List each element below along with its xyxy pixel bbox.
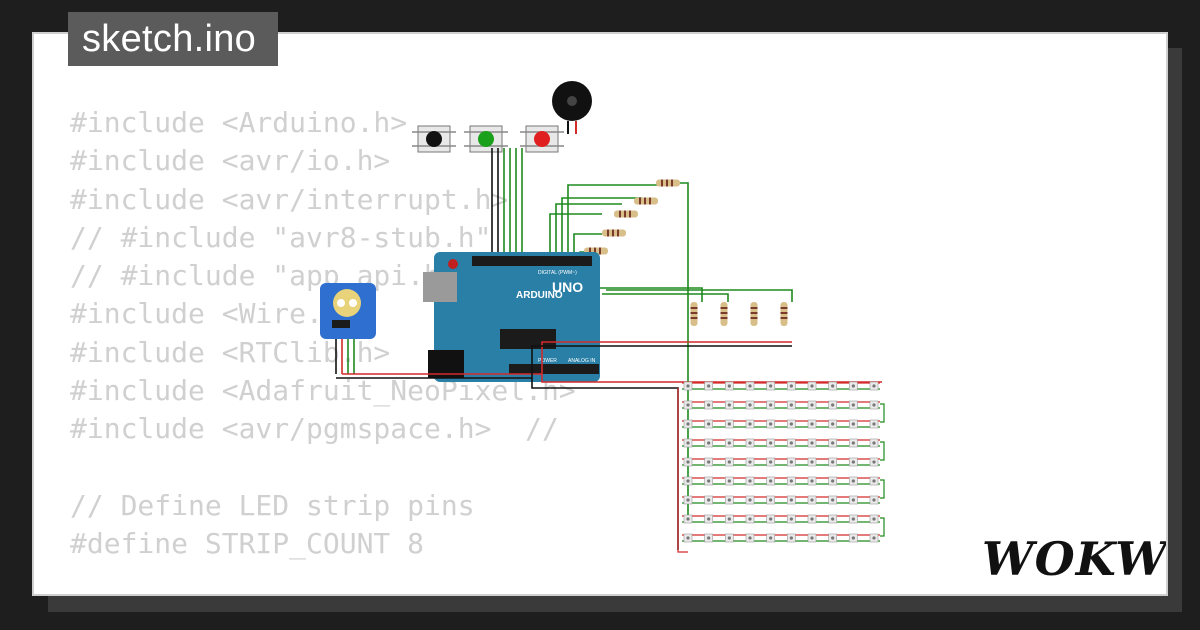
red-pushbutton xyxy=(520,125,564,153)
resistor xyxy=(602,229,626,237)
wokwi-logo: WOKWi xyxy=(982,532,1168,586)
board-header-label: DIGITAL (PWM~) xyxy=(538,270,577,276)
code-line: // #include "avr8-stub.h" xyxy=(70,220,492,254)
code-line: #include <avr/interrupt.h> xyxy=(70,182,509,216)
buzzer-icon xyxy=(552,81,592,134)
led-strip xyxy=(682,514,880,524)
led-strip xyxy=(682,495,880,505)
code-line: #include <avr/io.h> xyxy=(70,144,391,178)
led-strip xyxy=(682,419,880,429)
resistor xyxy=(614,210,638,218)
resistor xyxy=(750,302,758,326)
board-power-label: POWER xyxy=(538,358,557,364)
arduino-uno-board: ARDUINO UNO DIGITAL (PWM~) POWER ANALOG … xyxy=(423,252,600,382)
sketch-title-tab[interactable]: sketch.ino xyxy=(68,12,279,66)
rtc-module xyxy=(320,283,376,374)
circuit-diagram: ARDUINO UNO DIGITAL (PWM~) POWER ANALOG … xyxy=(320,81,885,553)
code-line: #include <avr/pgmspace.h> // xyxy=(70,412,559,446)
button-wires xyxy=(491,148,523,254)
board-analog-label: ANALOG IN xyxy=(568,358,596,364)
code-line: #define STRIP_COUNT 8 xyxy=(70,527,425,561)
green-pushbutton xyxy=(464,125,508,153)
board-name: UNO xyxy=(552,279,583,295)
resistor xyxy=(690,302,698,326)
code-line: #include <Arduino.h> xyxy=(70,106,408,139)
black-pushbutton xyxy=(412,125,456,153)
led-matrix xyxy=(677,381,885,553)
resistor xyxy=(720,302,728,326)
led-strip xyxy=(682,533,880,543)
code-line: // Define LED strip pins xyxy=(70,488,475,522)
led-strip xyxy=(682,400,880,410)
resistor xyxy=(780,302,788,326)
led-strip xyxy=(682,438,880,448)
led-strip xyxy=(682,381,880,391)
resistor xyxy=(656,179,680,187)
push-buttons xyxy=(412,125,564,153)
board-brand: ARDUINO xyxy=(516,290,563,301)
led-strip xyxy=(682,476,880,486)
project-card[interactable]: #include <Arduino.h> #include <avr/io.h>… xyxy=(32,32,1168,596)
code-line: #include <RTClib.h> xyxy=(70,335,391,369)
led-strip xyxy=(682,457,880,467)
resistor xyxy=(634,197,658,205)
